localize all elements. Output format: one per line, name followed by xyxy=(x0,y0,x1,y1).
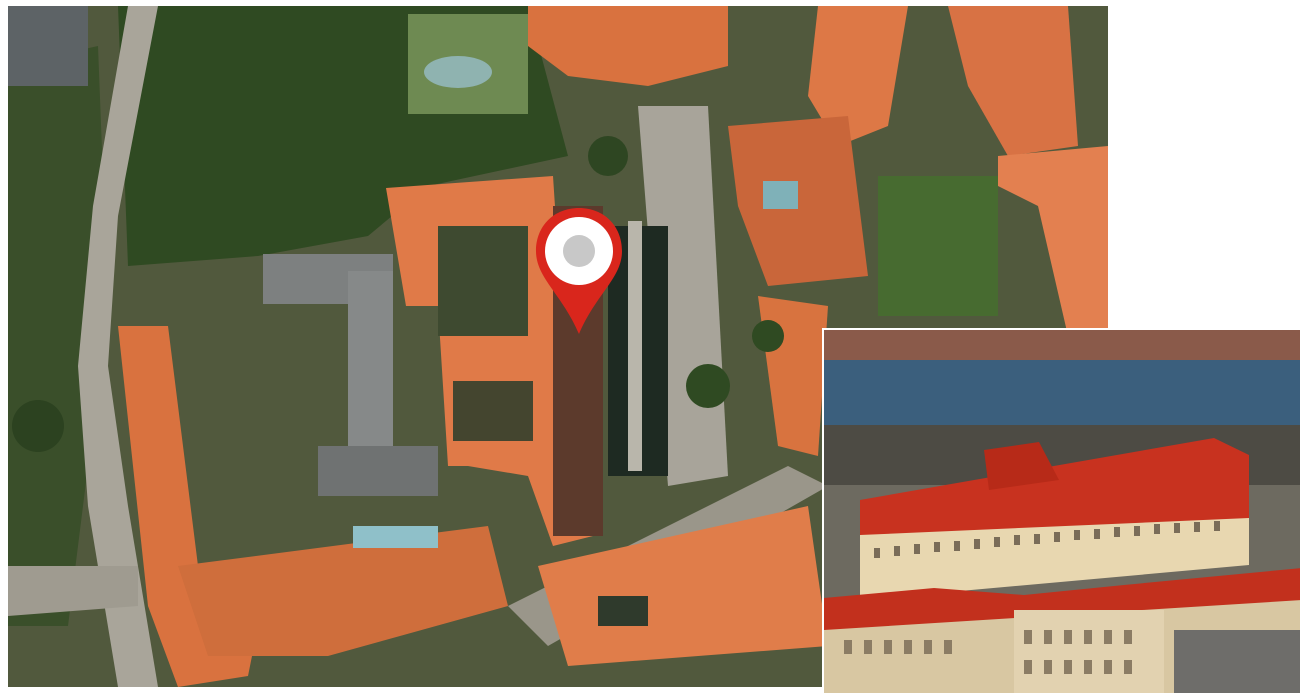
pool xyxy=(353,526,438,548)
green-park xyxy=(878,176,998,316)
blank-margin xyxy=(1108,0,1300,330)
roof xyxy=(808,6,908,146)
grey-building xyxy=(318,446,438,496)
fountain xyxy=(424,56,492,88)
parking-lane xyxy=(628,221,642,471)
rail-yard xyxy=(824,360,1300,430)
tree xyxy=(12,400,64,452)
tree xyxy=(686,364,730,408)
foreground-facade xyxy=(1014,610,1164,693)
tree xyxy=(588,136,628,176)
palace-facade xyxy=(860,518,1249,600)
grey-building xyxy=(348,271,393,451)
grey-facade xyxy=(1174,630,1300,693)
pin-dot xyxy=(563,235,595,267)
foreground-roofs xyxy=(824,568,1300,630)
roof xyxy=(998,146,1108,336)
roof xyxy=(528,6,728,86)
tower-roof xyxy=(984,442,1059,490)
courtyard xyxy=(598,596,648,626)
palace-courtyard xyxy=(438,226,528,336)
grey-building xyxy=(8,6,88,86)
palace-courtyard xyxy=(453,381,533,441)
palace-roof xyxy=(860,438,1249,540)
roof xyxy=(948,6,1078,156)
location-pin xyxy=(536,208,622,334)
pool xyxy=(763,181,798,209)
inset-aerial-photo xyxy=(822,328,1300,693)
tree xyxy=(752,320,784,352)
western-trees xyxy=(8,46,108,626)
facade-windows xyxy=(874,521,1220,558)
side-road xyxy=(8,566,138,616)
foreground-windows xyxy=(844,630,1132,674)
aerial-photo xyxy=(824,330,1300,693)
main-road xyxy=(78,6,158,687)
map-marker-icon[interactable] xyxy=(532,206,626,336)
roof xyxy=(178,526,508,656)
